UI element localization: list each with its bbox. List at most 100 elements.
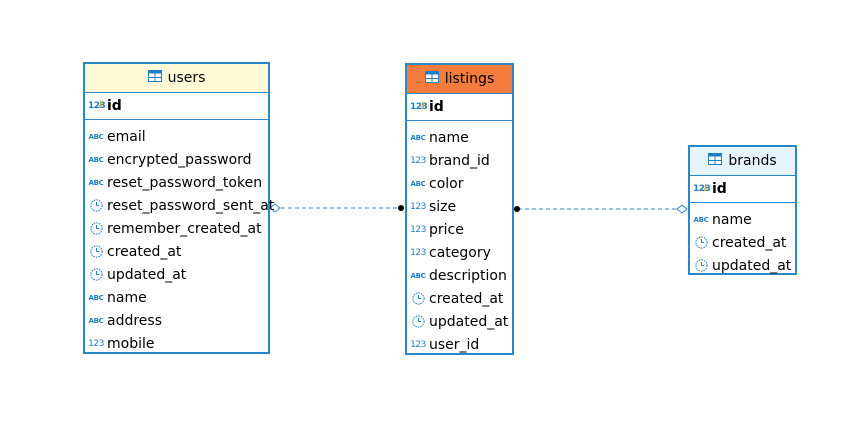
- datetime-type-icon: [88, 222, 104, 235]
- datetime-type-icon: [693, 259, 709, 272]
- column-name: category: [429, 244, 491, 261]
- table-header[interactable]: users: [85, 64, 268, 93]
- column-name: created_at: [712, 234, 787, 251]
- text-type-icon: ABC: [88, 132, 104, 141]
- column-row[interactable]: created_at: [85, 240, 268, 263]
- column-name: name: [712, 211, 752, 228]
- text-type-icon: ABC: [88, 178, 104, 187]
- column-name: created_at: [107, 243, 182, 260]
- column-name: address: [107, 312, 163, 329]
- text-type-icon: ABC: [410, 271, 426, 280]
- table-header[interactable]: listings: [407, 65, 512, 94]
- primary-key-name: id: [429, 99, 444, 115]
- table-icon: [424, 71, 439, 87]
- numeric-type-icon: 123: [88, 338, 104, 349]
- numeric-key-icon: 123⚷: [693, 183, 711, 194]
- column-name: email: [107, 128, 146, 145]
- primary-key-row[interactable]: 123⚷ id: [85, 93, 268, 120]
- relationship-dot-icon: [398, 205, 404, 211]
- column-name: user_id: [429, 336, 480, 353]
- column-name: color: [429, 175, 464, 192]
- table-icon: [147, 70, 162, 86]
- table-icon: [708, 153, 723, 169]
- column-name: name: [107, 289, 147, 306]
- column-name: brand_id: [429, 152, 490, 169]
- column-row[interactable]: updated_at: [690, 254, 795, 277]
- datetime-type-icon: [410, 292, 426, 305]
- numeric-type-icon: 123: [410, 155, 426, 166]
- text-type-icon: ABC: [88, 155, 104, 164]
- numeric-type-icon: 123: [410, 339, 426, 350]
- table-title: brands: [728, 153, 777, 169]
- column-name: updated_at: [712, 257, 792, 274]
- column-row[interactable]: updated_at: [407, 310, 512, 333]
- column-name: size: [429, 198, 457, 215]
- optional-diamond-icon: [269, 203, 281, 213]
- column-row[interactable]: updated_at: [85, 263, 268, 286]
- numeric-type-icon: 123: [410, 201, 426, 212]
- relationship-listings-brands: [514, 204, 688, 214]
- relationship-dot-icon: [514, 206, 520, 212]
- column-name: reset_password_token: [107, 174, 263, 191]
- column-name: updated_at: [429, 313, 509, 330]
- text-type-icon: ABC: [410, 179, 426, 188]
- relationship-listings-users: [269, 203, 404, 213]
- primary-key-row[interactable]: 123⚷ id: [407, 94, 512, 121]
- numeric-key-icon: 123⚷: [410, 101, 428, 112]
- numeric-type-icon: 123: [410, 224, 426, 235]
- column-name: name: [429, 129, 469, 146]
- datetime-type-icon: [88, 268, 104, 281]
- datetime-type-icon: [88, 199, 104, 212]
- primary-key-row[interactable]: 123⚷ id: [690, 176, 795, 203]
- numeric-type-icon: 123: [410, 247, 426, 258]
- column-row[interactable]: created_at: [690, 231, 795, 254]
- column-name: reset_password_sent_at: [107, 197, 275, 214]
- column-row[interactable]: created_at: [407, 287, 512, 310]
- column-name: updated_at: [107, 266, 187, 283]
- column-name: remember_created_at: [107, 220, 262, 237]
- text-type-icon: ABC: [410, 133, 426, 142]
- text-type-icon: ABC: [693, 215, 709, 224]
- numeric-key-icon: 123⚷: [88, 100, 106, 111]
- column-name: mobile: [107, 335, 155, 352]
- column-row[interactable]: remember_created_at: [85, 217, 268, 240]
- column-name: price: [429, 221, 464, 238]
- column-name: encrypted_password: [107, 151, 252, 168]
- column-row[interactable]: reset_password_sent_at: [85, 194, 274, 217]
- column-name: created_at: [429, 290, 504, 307]
- column-name: description: [429, 267, 507, 284]
- datetime-type-icon: [410, 315, 426, 328]
- primary-key-name: id: [107, 98, 122, 114]
- table-header[interactable]: brands: [690, 147, 795, 176]
- text-type-icon: ABC: [88, 293, 104, 302]
- table-title: users: [167, 70, 206, 86]
- primary-key-name: id: [712, 181, 727, 197]
- datetime-type-icon: [693, 236, 709, 249]
- text-type-icon: ABC: [88, 316, 104, 325]
- datetime-type-icon: [88, 245, 104, 258]
- table-title: listings: [444, 71, 495, 87]
- optional-diamond-icon: [676, 204, 688, 214]
